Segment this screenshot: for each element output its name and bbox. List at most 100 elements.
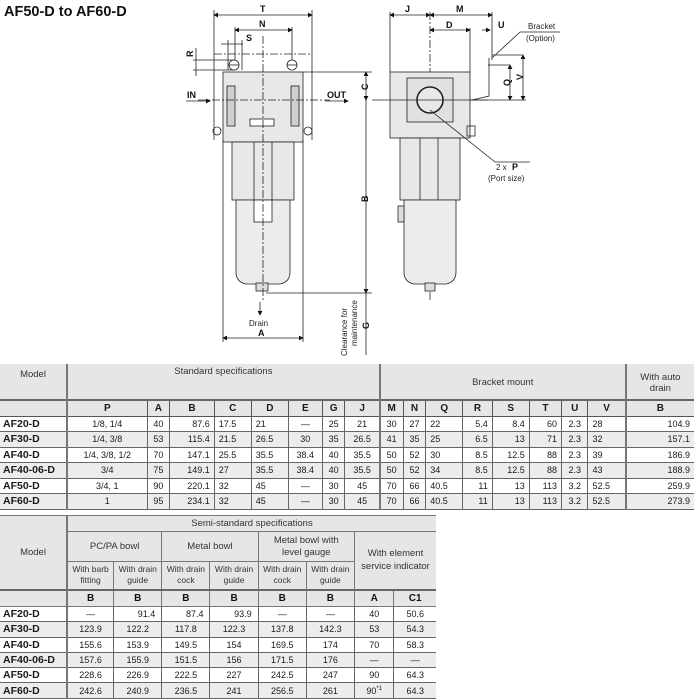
- value-cell: 247: [305, 667, 355, 684]
- value-cell: 45: [250, 477, 289, 494]
- value-cell: 1/8, 1/4: [66, 415, 148, 432]
- value-cell: 13: [491, 477, 530, 494]
- model-cell: AF40-06-D: [0, 651, 68, 669]
- model-cell: AF40-06-D: [0, 462, 68, 479]
- value-cell: 157.6: [66, 651, 115, 669]
- metal-bowl-header: Metal bowl: [161, 531, 259, 562]
- value-cell: 60: [528, 415, 563, 432]
- col-A: A: [146, 399, 171, 417]
- standard-specifications-table: Model Standard specifications Bracket mo…: [0, 364, 694, 510]
- value-cell: 147.1: [169, 446, 215, 463]
- value-cell: 64.3: [393, 682, 436, 699]
- col-G: G: [321, 399, 346, 417]
- value-cell: 27: [402, 415, 427, 432]
- col-D: D: [250, 399, 289, 417]
- standard-specifications-header: Standard specifications: [67, 364, 381, 400]
- in-label: IN: [187, 90, 196, 100]
- value-cell: —: [257, 605, 307, 623]
- side-view: [372, 12, 560, 300]
- value-cell: 34: [425, 462, 464, 479]
- value-cell: 17.5: [213, 415, 252, 432]
- service-indicator-header: With element service indicator: [353, 531, 436, 590]
- value-cell: 87.4: [161, 605, 211, 623]
- value-cell: 52: [402, 462, 427, 479]
- value-cell: 236.5: [161, 682, 211, 699]
- value-cell: 35.5: [344, 446, 381, 463]
- value-cell: 35.5: [344, 462, 381, 479]
- col-U: U: [560, 399, 589, 417]
- value-cell: 26.5: [344, 431, 381, 448]
- value-cell: 35.5: [250, 446, 289, 463]
- dim-S: S: [246, 33, 252, 43]
- value-cell: 52.5: [587, 477, 627, 494]
- dim-A: A: [258, 328, 265, 338]
- value-cell: 113: [528, 477, 563, 494]
- col-B: B: [257, 588, 307, 607]
- model-cell: AF20-D: [0, 605, 68, 623]
- value-cell: 186.9: [625, 446, 694, 463]
- metal-bowl-gauge-header: Metal bowl with level gauge: [257, 531, 355, 562]
- dimension-drawing: T N S R IN OUT C B Drain A Clearance for…: [185, 4, 560, 356]
- value-cell: —: [393, 651, 436, 669]
- value-cell: —: [305, 605, 355, 623]
- value-cell: 2.3: [560, 431, 589, 448]
- column-header-row: P A B C D E G J M N Q R S T U V B: [0, 399, 694, 417]
- value-cell: —: [287, 493, 323, 510]
- col-B: B: [305, 588, 355, 607]
- value-cell: 174: [305, 636, 355, 653]
- value-cell: 3.2: [560, 477, 589, 494]
- value-cell: 122.3: [209, 621, 259, 638]
- value-cell: 38.4: [287, 446, 323, 463]
- dim-C: C: [360, 83, 370, 90]
- value-cell: 28: [587, 415, 627, 432]
- value-cell: 66: [402, 477, 427, 494]
- value-cell: 2.3: [560, 446, 589, 463]
- value-cell: 25.5: [213, 446, 252, 463]
- value-cell: 222.5: [161, 667, 211, 684]
- value-cell: 30: [287, 431, 323, 448]
- value-cell: 52.5: [587, 493, 627, 510]
- value-cell: 256.5: [257, 682, 307, 699]
- value-cell: 35.5: [250, 462, 289, 479]
- value-cell: 45: [250, 493, 289, 510]
- value-cell: 30: [321, 477, 346, 494]
- value-cell: 88: [528, 446, 563, 463]
- value-cell: 273.9: [625, 493, 694, 510]
- value-cell: 54.3: [393, 621, 436, 638]
- col-J: J: [344, 399, 381, 417]
- value-cell: 113: [528, 493, 563, 510]
- col-T: T: [528, 399, 563, 417]
- dim-N: N: [259, 19, 266, 29]
- value-cell: 1: [66, 493, 148, 510]
- value-cell: 259.9: [625, 477, 694, 494]
- value-cell: 169.5: [257, 636, 307, 653]
- value-cell: 123.9: [66, 621, 115, 638]
- value-cell: 21.5: [213, 431, 252, 448]
- value-cell: 188.9: [625, 462, 694, 479]
- value-cell: 90: [353, 667, 395, 684]
- col-C: C: [213, 399, 252, 417]
- value-cell: 70: [146, 446, 171, 463]
- value-cell: 1/4, 3/8: [66, 431, 148, 448]
- value-cell: 122.2: [113, 621, 163, 638]
- value-cell: 30: [425, 446, 464, 463]
- dim-U: U: [498, 20, 505, 30]
- value-cell: 40: [321, 446, 346, 463]
- col-M: M: [379, 399, 404, 417]
- value-cell: 220.1: [169, 477, 215, 494]
- value-cell: 142.3: [305, 621, 355, 638]
- drain-label: Drain: [249, 319, 268, 328]
- value-cell: 35: [321, 431, 346, 448]
- page-title: AF50-D to AF60-D: [4, 4, 127, 20]
- port-count-label: 2 x: [496, 163, 507, 172]
- value-cell: 90*1: [353, 682, 395, 699]
